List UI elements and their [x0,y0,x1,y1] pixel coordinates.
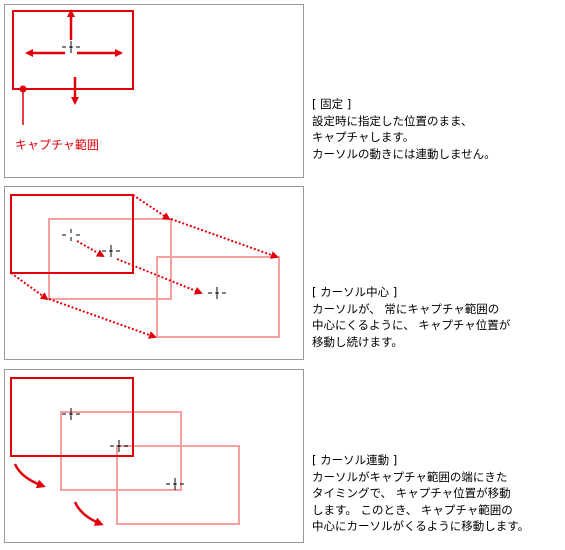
description-line: カーソルがキャプチャ範囲の端にきた [312,469,508,484]
cursor-crosshair-icon [62,41,80,53]
cursor-path-icon [76,240,105,257]
capture-area-rect-start [10,194,134,274]
move-arrow-icon [48,298,157,339]
capture-area-rect-end [116,445,240,525]
move-arrow-icon [10,272,49,301]
cursor-crosshair-icon [62,408,80,420]
cursor-linked-diagram [10,377,240,526]
description-line: タイミングで、 キャプチャ位置が移動 [312,486,511,500]
cursor-crosshair-icon [166,478,184,490]
description-line: 中心にくるように、 キャプチャ位置が [312,318,511,332]
description-line: キャプチャします。 [312,130,415,144]
description-line: します。 このとき、 キャプチャ範囲の [312,502,513,517]
move-arrow-icon [132,194,171,221]
cursor-linked-description: [ カーソル連動 ] カーソルがキャプチャ範囲の端にきた タイミングで、 キャプ… [312,452,562,535]
description-line: 中心にカーソルがくるように移動します。 [312,519,530,533]
cursor-crosshair-icon [102,245,120,257]
cursor-path-icon [116,258,203,295]
cursor-crosshair-icon [208,287,226,299]
capture-area-rect-mid [48,218,172,300]
diagram-panel-fixed: キャプチャ範囲 [4,4,304,178]
cursor-crosshair-icon [110,440,128,452]
capture-area-label: キャプチャ範囲 [15,138,99,152]
cursor-center-description: [ カーソル中心 ] カーソルが、 常にキャプチャ範囲の 中心にくるように、 キ… [312,284,562,350]
capture-area-rect-mid [60,411,182,491]
fixed-mode-description: [ 固定 ] 設定時に指定した位置のまま、 キャプチャします。 カーソルの動きに… [312,96,562,162]
mode-title: [ 固定 ] [312,97,352,111]
move-curve-arrow-icon [73,501,104,526]
description-line: 設定時に指定した位置のまま、 [312,113,473,128]
description-line: カーソルが、 常にキャプチャ範囲の [312,301,500,316]
move-curve-arrow-icon [13,463,46,489]
cursor-center-diagram [10,194,280,339]
move-arrow-icon [170,218,279,259]
fixed-mode-diagram [12,9,134,125]
description-line: 移動し続けます。 [312,334,403,349]
capture-area-rect [12,10,134,90]
capture-area-rect-end [156,256,280,338]
mode-title: [ カーソル連動 ] [312,453,398,467]
diagram-panel-cursor-linked [4,369,304,543]
description-line: カーソルの動きには連動しません。 [312,146,496,161]
capture-area-rect-start [10,377,134,457]
mode-title: [ カーソル中心 ] [312,285,398,299]
cursor-crosshair-icon [62,229,80,241]
diagram-panel-cursor-center [4,186,304,360]
